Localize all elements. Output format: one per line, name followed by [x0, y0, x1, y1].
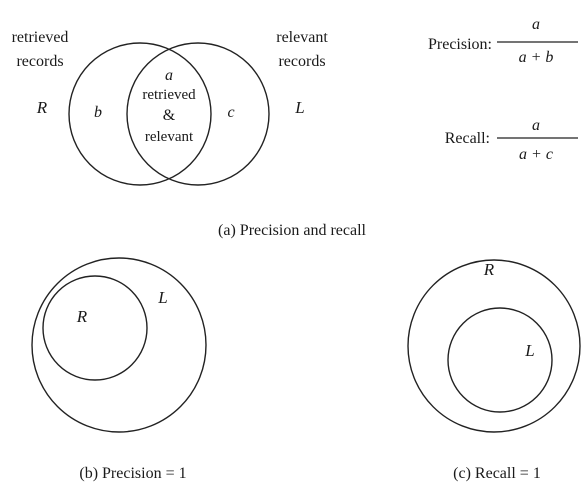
relevant-records-label-line2: records — [278, 53, 325, 70]
set-r-label: R — [36, 98, 48, 117]
panel-c-outer-label: R — [483, 260, 495, 279]
intersection-label-line3: relevant — [145, 129, 194, 145]
intersection-label-line2: & — [163, 107, 176, 124]
recall-label: Recall: — [445, 130, 490, 147]
region-c-label: c — [227, 104, 234, 121]
relevant-circle — [126, 42, 270, 186]
set-l-label: L — [294, 98, 304, 117]
relevant-records-label-line1: relevant — [276, 29, 328, 46]
caption-c: (c) Recall = 1 — [453, 465, 541, 482]
region-b-label: b — [94, 104, 102, 121]
caption-b: (b) Precision = 1 — [79, 465, 186, 482]
recall-formula: Recall: a a + c — [445, 117, 578, 163]
recall-numerator: a — [532, 117, 540, 134]
panel-b: R L (b) Precision = 1 — [31, 257, 207, 482]
precision-denominator: a + b — [519, 49, 554, 66]
panel-c-inner-label: L — [524, 341, 534, 360]
retrieved-circle — [68, 42, 212, 186]
panel-b-outer-circle — [31, 257, 207, 433]
venn-diagram: retrieved records relevant records R L b… — [12, 29, 367, 239]
caption-a: (a) Precision and recall — [218, 222, 366, 239]
panel-c-outer-circle — [407, 259, 581, 433]
precision-numerator: a — [532, 16, 540, 33]
recall-denominator: a + c — [519, 146, 553, 163]
panel-c-inner-circle — [447, 307, 553, 413]
panel-b-inner-circle — [42, 275, 148, 381]
intersection-label-line1: retrieved — [142, 87, 196, 103]
retrieved-records-label-line2: records — [16, 53, 63, 70]
panel-b-outer-label: L — [157, 288, 167, 307]
region-a-label: a — [165, 67, 173, 84]
panel-b-inner-label: R — [76, 307, 88, 326]
retrieved-records-label-line1: retrieved — [12, 29, 69, 46]
precision-formula: Precision: a a + b — [428, 16, 578, 66]
panel-c: R L (c) Recall = 1 — [407, 259, 581, 482]
precision-label: Precision: — [428, 36, 492, 53]
